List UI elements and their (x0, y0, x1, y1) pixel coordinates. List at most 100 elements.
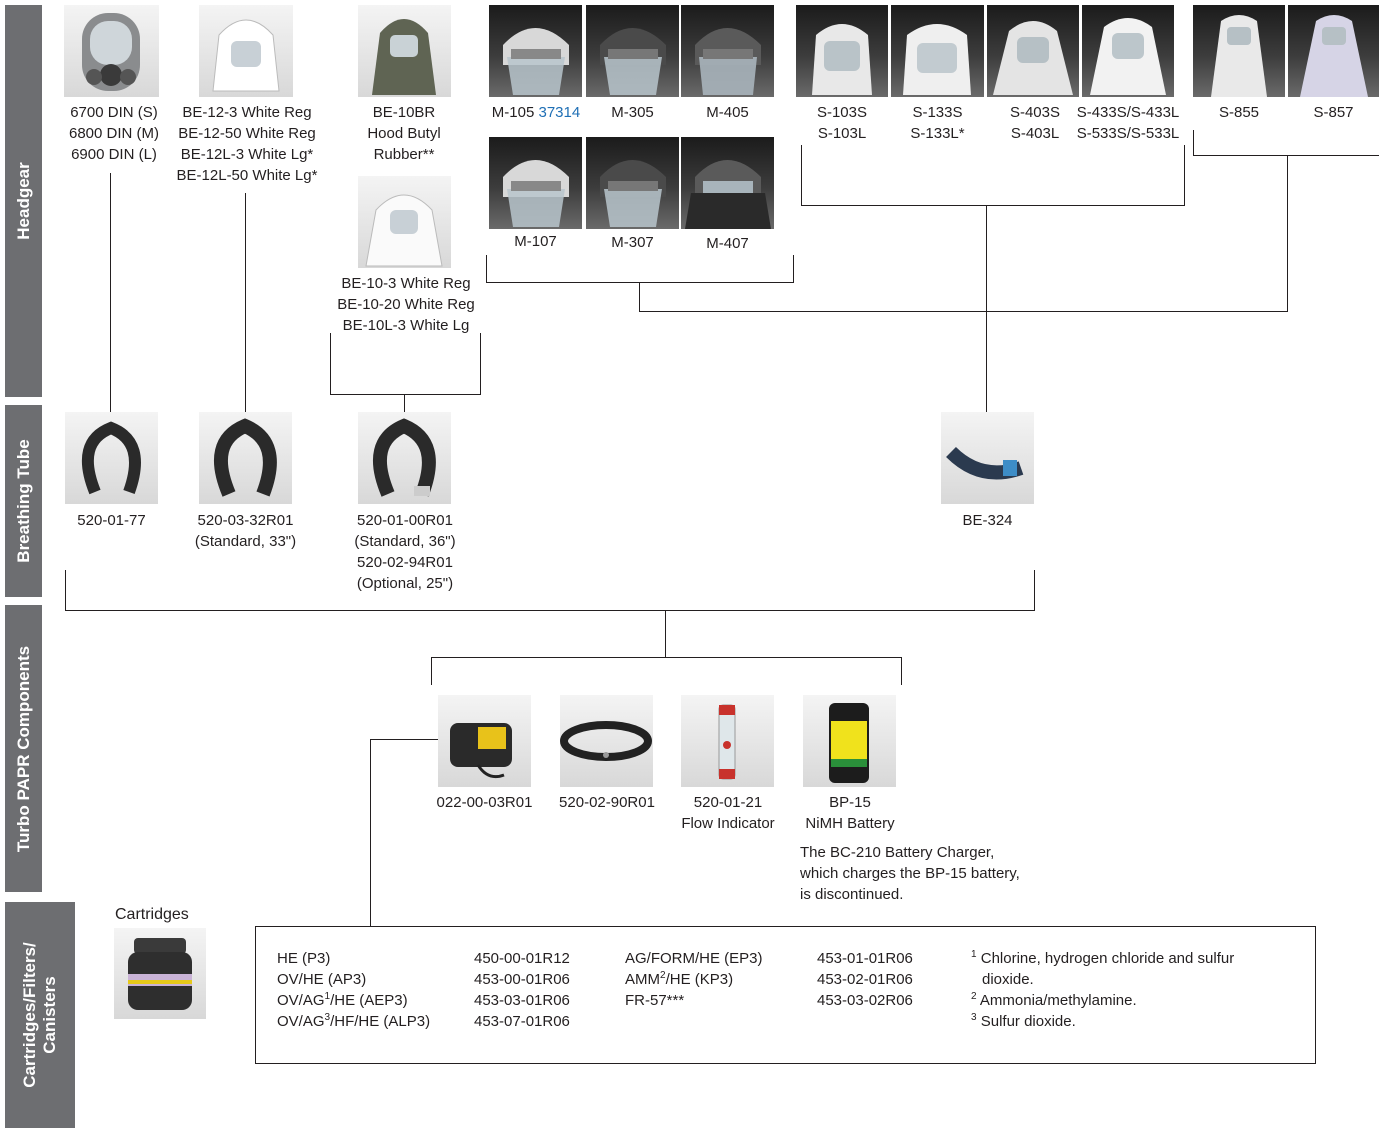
m307-helmet-image (586, 137, 679, 229)
footnote-1-cont: dioxide. (982, 971, 1034, 988)
connector-be10-right (480, 333, 481, 395)
cartridge-type-amm-he-b: /HE (KP3) (665, 971, 734, 988)
cartridge-part-5: 453-01-01R06 (817, 950, 913, 967)
section-headgear-label: Headgear (13, 162, 33, 240)
cartridge-type-ov-he: OV/HE (AP3) (277, 971, 367, 988)
m305-helmet-image (586, 5, 679, 97)
cartridge-type-amm-he-sup: 2 (660, 970, 666, 981)
m107-label: M-107 (514, 233, 557, 250)
tube-520-03-32r01-label-2: (Standard, 33") (194, 533, 297, 550)
cartridge-table-box (255, 926, 1316, 1064)
flow-indicator-label-1: 520-01-21 (693, 794, 763, 811)
s133-label-1: S-133S (912, 104, 963, 121)
turbo-unit-label: 022-00-03R01 (436, 794, 533, 811)
s855-hood-image (1193, 5, 1285, 97)
cartridge-type-ov-ag-hf-he-a: OV/AG (277, 1013, 325, 1030)
cartridge-type-ov-ag-hf-he: OV/AG3/HF/HE (ALP3) (277, 1011, 430, 1032)
tube-be-324-label: BE-324 (962, 512, 1013, 529)
charger-note-line1: The BC-210 Battery Charger, (800, 844, 995, 861)
s403-label-1: S-403S (1009, 104, 1061, 121)
s103-label-1: S-103S (816, 104, 868, 121)
be10-label-1: BE-10-3 White Reg (341, 275, 471, 292)
s433-labels: S-433S/S-433L S-533S/S-533L (1068, 102, 1188, 144)
connector-tube-right (1034, 570, 1035, 611)
connector-s8-bottom (1193, 155, 1379, 156)
cartridge-footnotes: 1 Chlorine, hydrogen chloride and sulfur… (971, 948, 1234, 1032)
s433-label-1: S-433S/S-433L (1076, 104, 1180, 121)
connector-s8-drop (1287, 155, 1288, 312)
be10-label-3: BE-10L-3 White Lg (342, 317, 470, 334)
flow-indicator-labels: 520-01-21 Flow Indicator (668, 792, 788, 834)
be12-hood-image (199, 5, 293, 97)
battery-label-1: BP-15 (829, 794, 871, 811)
footnote-3-sup: 3 (971, 1012, 977, 1023)
connector-turbo-vertical (370, 739, 371, 926)
footnote-1: 1 Chlorine, hydrogen chloride and sulfur (971, 948, 1234, 969)
footnote-1-text: Chlorine, hydrogen chloride and sulfur (980, 950, 1235, 967)
cartridge-col1: HE (P3) OV/HE (AP3) OV/AG1/HE (AEP3) OV/… (277, 948, 430, 1032)
m105-label-text: M-105 (491, 104, 535, 121)
charger-note-line2: which charges the BP-15 battery, (800, 865, 1020, 882)
cartridge-part-1: 450-00-01R12 (474, 950, 570, 967)
cartridges-title: Cartridges (115, 906, 189, 923)
be12-label-4: BE-12L-50 White Lg* (176, 167, 318, 184)
tube-t3-label-2: (Standard, 36") (354, 533, 456, 550)
cartridge-type-ov-ag-hf-he-b: /HF/HE (ALP3) (330, 1013, 431, 1030)
fullface-mask-image (64, 5, 159, 97)
flow-indicator-image (681, 695, 774, 787)
section-breathing-tube-label: Breathing Tube (13, 439, 33, 563)
be10-label-2: BE-10-20 White Reg (337, 296, 475, 313)
connector-tube-left (65, 570, 66, 611)
be10br-label-3: Rubber** (373, 146, 435, 163)
flow-indicator-label-2: Flow Indicator (681, 815, 775, 832)
connector-be12-vertical (245, 193, 246, 412)
connector-m-right (793, 255, 794, 283)
cartridge-type-ov-ag-he-b: /HE (AEP3) (330, 992, 408, 1009)
connector-comp-top (431, 657, 902, 658)
s403-labels: S-403S S-403L (1000, 102, 1070, 144)
cartridge-type-amm-he-a: AMM (625, 971, 660, 988)
be10br-label-2: Hood Butyl (367, 125, 441, 142)
be12-label-2: BE-12-50 White Reg (178, 125, 316, 142)
footnote-2: 2 Ammonia/methylamine. (971, 990, 1234, 1011)
section-cartridges-line1: Cartridges/Filters/ (20, 942, 39, 1088)
cartridge-part-7: 453-03-02R06 (817, 992, 913, 1009)
section-headgear: Headgear (5, 5, 42, 397)
connector-fullface-vertical (110, 173, 111, 412)
s403-hood-image (987, 5, 1079, 97)
connector-m-left (486, 255, 487, 283)
section-turbo: Turbo PAPR Components (5, 605, 42, 892)
m105-link[interactable]: 37314 (538, 104, 581, 121)
m305-label: M-305 (611, 104, 654, 121)
cartridge-part-4: 453-07-01R06 (474, 1013, 570, 1030)
s103-labels: S-103S S-103L (796, 102, 888, 144)
connector-turbo-horizontal (370, 739, 438, 740)
connector-s-drop (986, 205, 987, 412)
be12-labels: BE-12-3 White Reg BE-12-50 White Reg BE-… (168, 102, 326, 186)
cartridge-type-he: HE (P3) (277, 950, 331, 967)
footnote-2-sup: 2 (971, 991, 977, 1002)
cartridge-col3: AG/FORM/HE (EP3) AMM2/HE (KP3) FR-57*** (625, 948, 763, 1011)
tube-520-01-77-image (65, 412, 158, 504)
battery-labels: BP-15 NiMH Battery (795, 792, 905, 834)
m105-helmet-image (489, 5, 582, 97)
cartridge-type-ov-ag-he-sup: 1 (324, 991, 331, 1002)
tube-520-01-77-label: 520-01-77 (77, 512, 146, 529)
cartridge-type-ov-ag-he: OV/AG1/HE (AEP3) (277, 990, 430, 1011)
tube-520-01-00r01-image (358, 412, 451, 504)
connector-be10-bottom (330, 394, 481, 395)
footnote-1-sup: 1 (971, 949, 977, 960)
section-cartridges: Cartridges/Filters/ Canisters (5, 902, 75, 1128)
m105-label: M-105 37314 (484, 102, 588, 123)
cartridge-type-amm-he: AMM2/HE (KP3) (625, 969, 763, 990)
cartridge-image (114, 928, 206, 1019)
s433-label-2: S-533S/S-533L (1076, 125, 1180, 142)
s403-label-2: S-403L (1010, 125, 1060, 142)
cartridge-col4: 453-01-01R06 453-02-01R06 453-03-02R06 (817, 948, 913, 1011)
connector-m-to-s8 (639, 311, 1288, 312)
connector-tube-bottom (65, 610, 1035, 611)
be12-label-1: BE-12-3 White Reg (182, 104, 312, 121)
tube-520-03-32r01-image (199, 412, 292, 504)
section-breathing-tube: Breathing Tube (5, 405, 42, 597)
s133-label-2: S-133L* (910, 125, 965, 142)
